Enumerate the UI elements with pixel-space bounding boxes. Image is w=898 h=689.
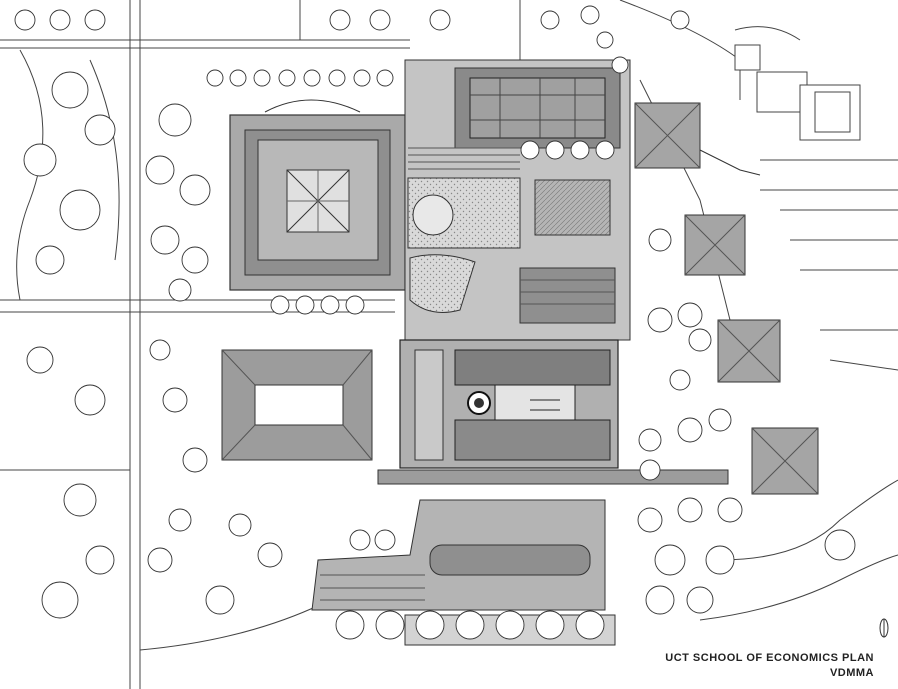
library-building: [229, 99, 406, 291]
tree-icon: [14, 5, 856, 640]
pavilion-buildings: [634, 102, 819, 495]
plan-author: VDMMA: [829, 667, 874, 679]
plan-title: UCT SCHOOL OF ECONOMICS PLAN: [665, 652, 874, 664]
courtyard-building: [221, 349, 373, 461]
central-paving: [404, 59, 631, 341]
heritage-buildings: [734, 44, 861, 141]
north-arrow-icon: [879, 618, 889, 638]
economics-building: [399, 339, 619, 469]
